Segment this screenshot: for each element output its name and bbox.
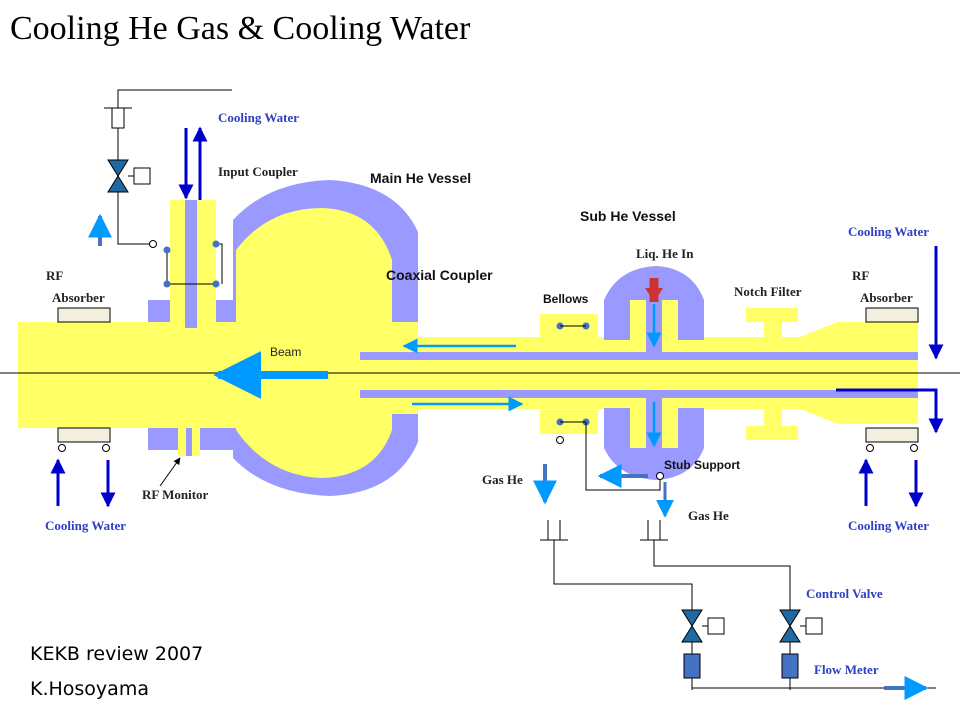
flow-meter-left bbox=[683, 653, 701, 679]
flow-meter-label: Flow Meter bbox=[814, 662, 879, 677]
cooling-water-right-top-label: Cooling Water bbox=[848, 224, 930, 239]
page-title: Cooling He Gas & Cooling Water bbox=[10, 10, 471, 47]
beam-label: Beam bbox=[270, 345, 302, 359]
absorber-right-label: Absorber bbox=[860, 290, 913, 305]
absorber-bottom-right bbox=[865, 427, 919, 443]
bellows-label: Bellows bbox=[543, 292, 589, 306]
beam-pipe-left bbox=[18, 322, 236, 428]
rf-left-label: RF bbox=[46, 268, 64, 283]
coaxial-coupler-lower bbox=[360, 390, 918, 398]
control-valve-left bbox=[681, 609, 703, 643]
coaxial-coupler-upper bbox=[360, 352, 918, 360]
gas-he-right-label: Gas He bbox=[688, 508, 729, 523]
absorber-top-right bbox=[865, 307, 919, 323]
rf-monitor-pointer bbox=[159, 457, 181, 487]
rf-monitor-label: RF Monitor bbox=[142, 487, 209, 502]
notch-filter-upper bbox=[746, 308, 798, 337]
cooling-water-top-label: Cooling Water bbox=[218, 110, 300, 125]
input-coupler-label: Input Coupler bbox=[218, 164, 298, 179]
absorber-top-left bbox=[57, 307, 111, 323]
stub-support-label: Stub Support bbox=[664, 458, 740, 472]
input-coupler-inner bbox=[185, 200, 197, 328]
notch-filter-label: Notch Filter bbox=[734, 284, 802, 299]
cw-right-out-arrow bbox=[836, 388, 944, 434]
flow-meter-right bbox=[781, 653, 799, 679]
control-valve-label: Control Valve bbox=[806, 586, 883, 601]
gas-he-left-label: Gas He bbox=[482, 472, 523, 487]
rf-monitor-inner bbox=[186, 428, 192, 456]
cooling-water-bottom-left-label: Cooling Water bbox=[45, 518, 127, 533]
liq-he-in-label: Liq. He In bbox=[636, 246, 694, 261]
credit-line-1: KEKB review 2007 bbox=[30, 643, 204, 665]
sub-he-vessel-label: Sub He Vessel bbox=[580, 208, 676, 224]
rf-right-label: RF bbox=[852, 268, 870, 283]
coaxial-coupler-label: Coaxial Coupler bbox=[386, 267, 493, 283]
cooling-water-bottom-right-label: Cooling Water bbox=[848, 518, 930, 533]
notch-filter-lower bbox=[746, 409, 798, 440]
absorber-bottom-left bbox=[57, 427, 111, 443]
valve-left bbox=[107, 159, 129, 193]
main-cavity bbox=[236, 208, 418, 478]
main-he-vessel-label: Main He Vessel bbox=[370, 170, 472, 186]
absorber-left-label: Absorber bbox=[52, 290, 105, 305]
credit-line-2: K.Hosoyama bbox=[30, 678, 149, 700]
liq-he-in-head bbox=[645, 288, 663, 302]
gas-pipe-left bbox=[117, 89, 232, 108]
control-valve-right bbox=[779, 609, 801, 643]
